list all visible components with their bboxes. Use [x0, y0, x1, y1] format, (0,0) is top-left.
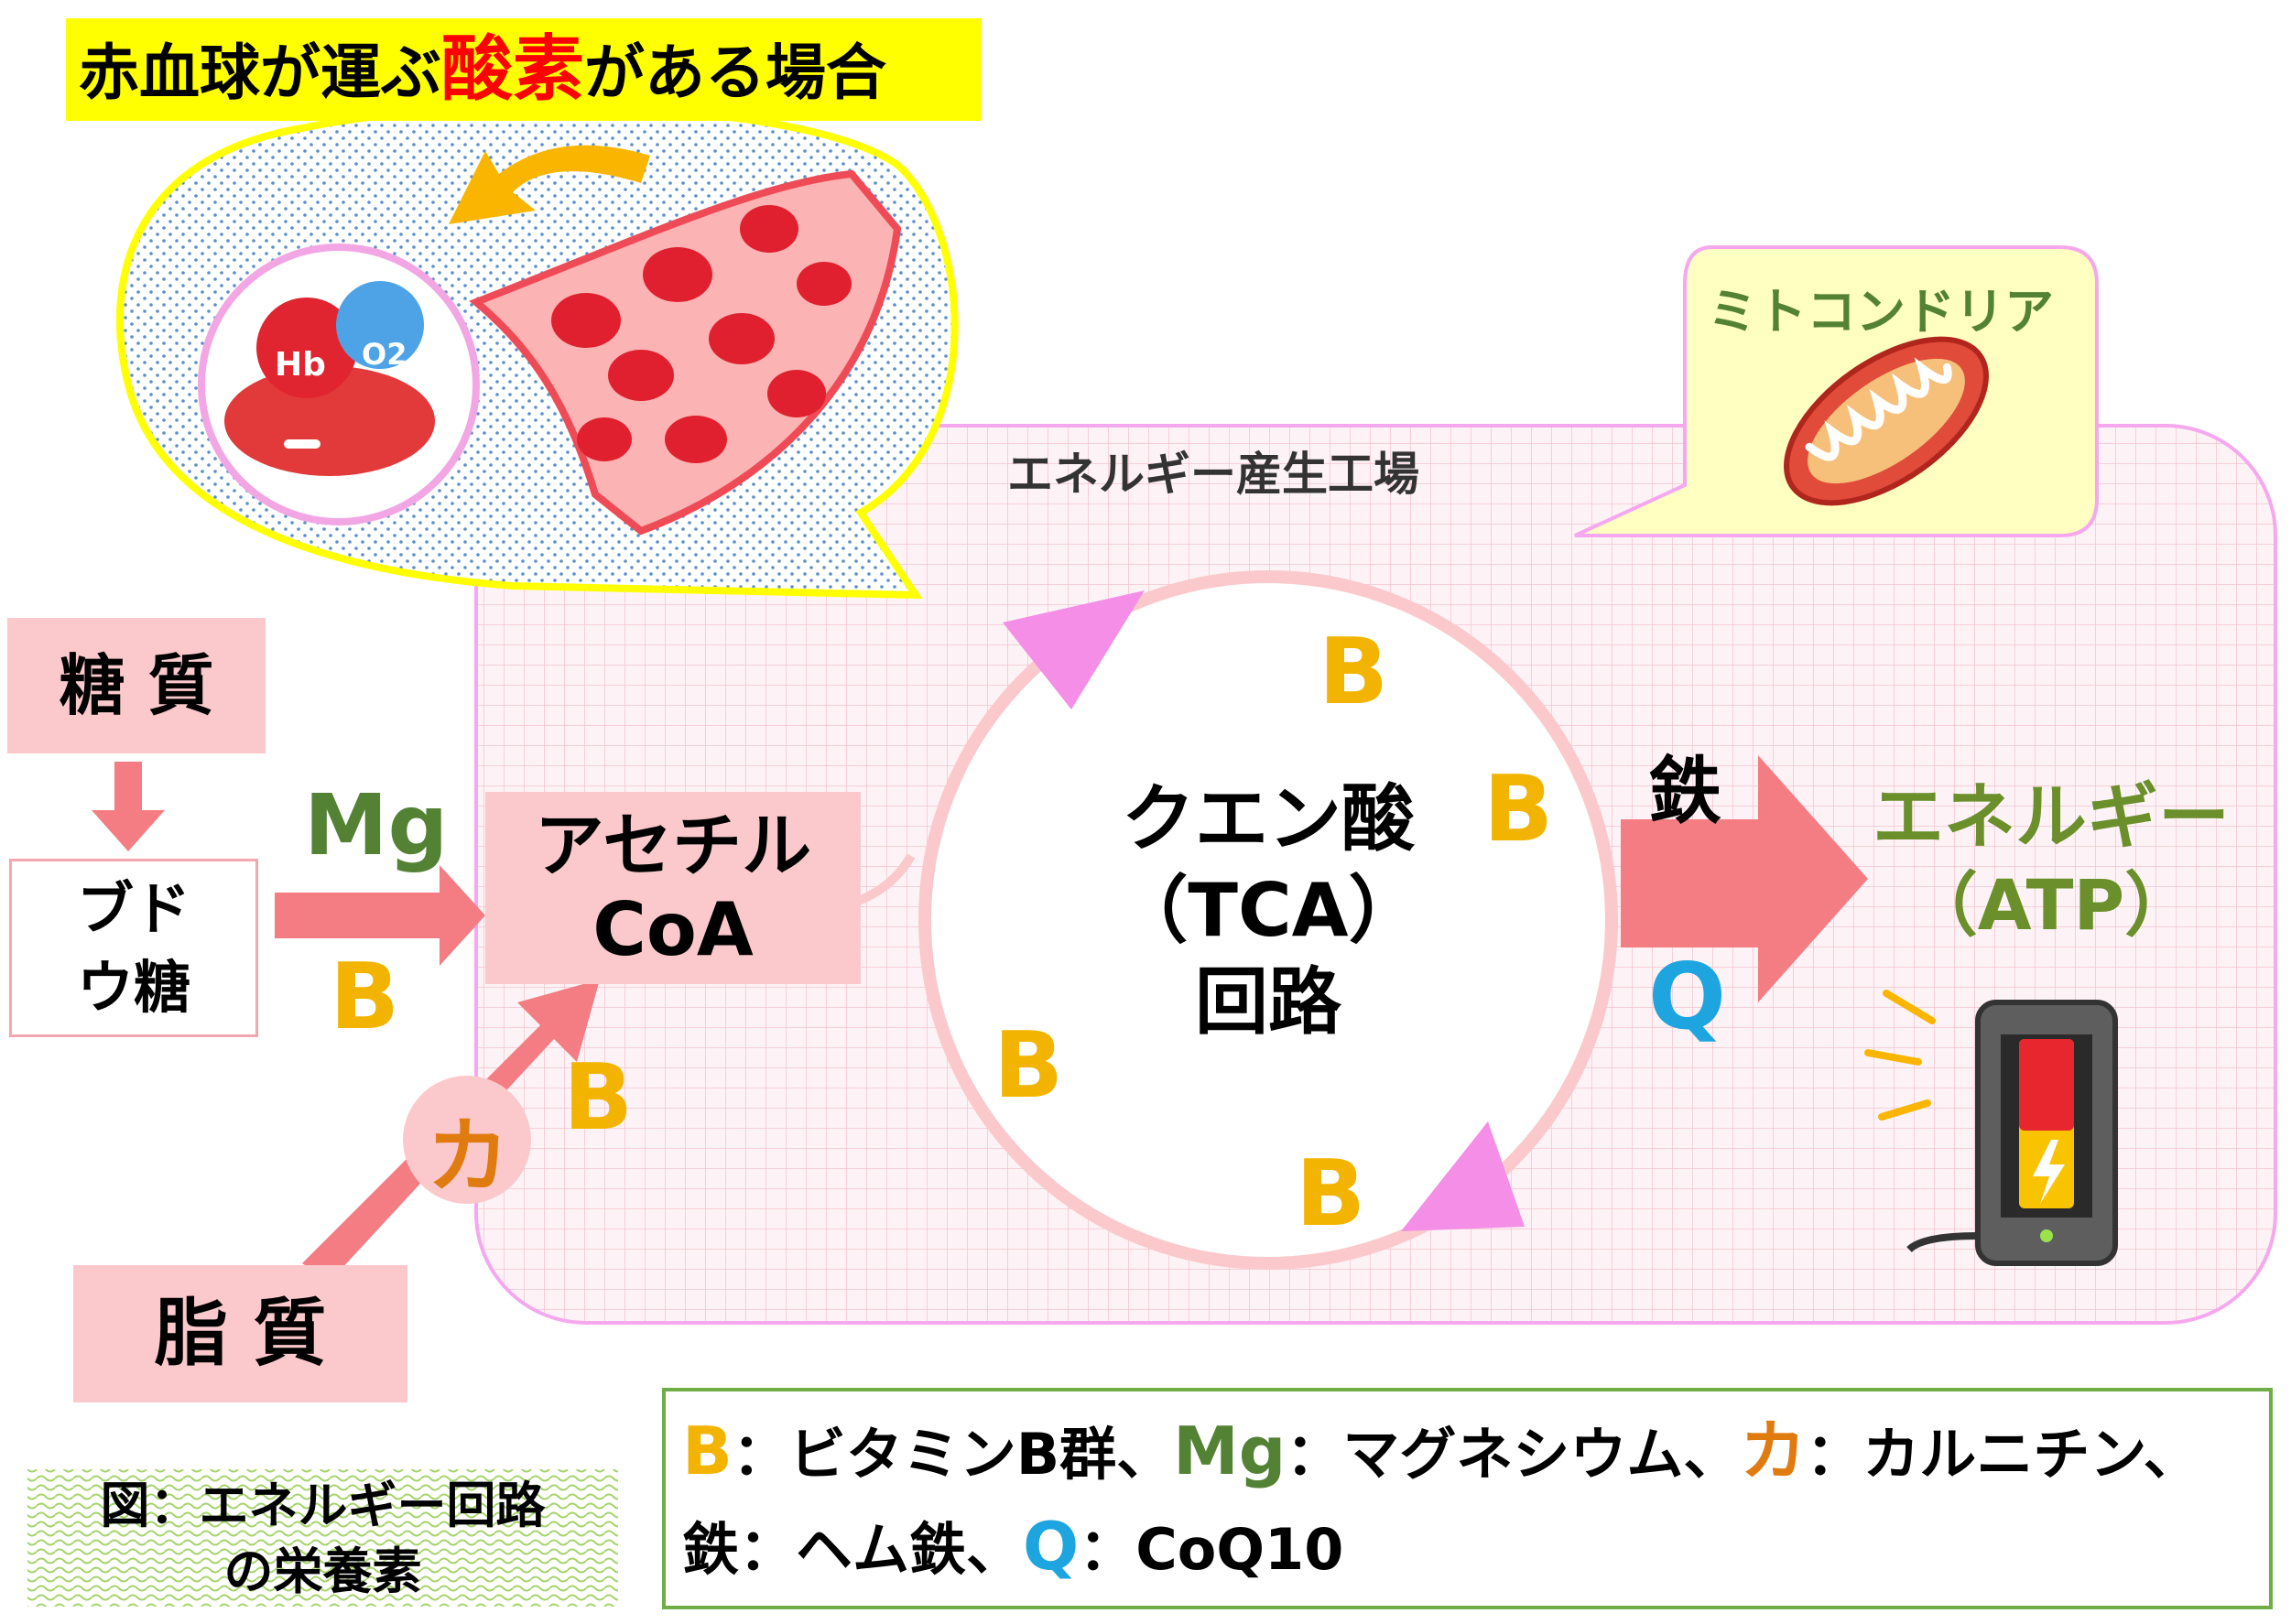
legend-b-desc: ：ビタミンB群、: [732, 1421, 1174, 1488]
glucose-to-acetyl-arrow: [275, 865, 485, 966]
b-marker-tca-right: B: [1483, 755, 1554, 862]
legend-b-key: B: [682, 1413, 733, 1489]
legend-row-1: B：ビタミンB群、Mg：マグネシウム、カ：カルニチン、: [682, 1405, 2257, 1500]
sugar-to-glucose-arrow: [92, 762, 165, 851]
o2-label: O2: [362, 337, 407, 372]
caption-line1: 図：エネルギー回路: [100, 1477, 546, 1534]
flow-direction-arrow: [449, 145, 650, 224]
factory-label: エネルギー産生工場: [1007, 448, 1419, 501]
legend-ka-key: カ: [1740, 1413, 1807, 1489]
energy-label: エネルギー （ATP）: [1840, 774, 2262, 949]
mg-marker: Mg: [304, 776, 449, 874]
tca-label: クエン酸 （TCA） 回路: [1053, 774, 1483, 1048]
carnitine-label: カ: [427, 1109, 509, 1205]
hb-label: Hb: [275, 346, 326, 384]
mitochondria-label: ミトコンドリア: [1708, 283, 2054, 341]
energy-line2: （ATP）: [1907, 864, 2195, 946]
b-marker-tca-bottom: B: [1296, 1140, 1366, 1247]
tca-line3: 回路: [1195, 959, 1341, 1045]
legend-mg-desc: ：マグネシウム、: [1286, 1421, 1741, 1488]
legend-q-desc: ：CoQ10: [1079, 1516, 1344, 1583]
acetyl-coa-box: アセチル CoA: [485, 792, 861, 984]
glucose-box: ブドウ糖: [9, 859, 258, 1037]
acetyl-coa-line2: CoA: [592, 887, 754, 972]
legend-ka-desc: ：カルニチン、: [1806, 1421, 2200, 1488]
b-marker-fat: B: [563, 1044, 634, 1151]
battery-charger-icon: [1906, 1000, 2118, 1266]
tca-arrowhead-top: [1003, 590, 1145, 709]
sugar-box: 糖 質: [7, 618, 266, 753]
caption-line2: の栄養素: [223, 1543, 422, 1600]
b-marker-tca-top: B: [1319, 618, 1389, 725]
oxygen-banner-prefix: 赤血球が運ぶ: [79, 38, 441, 108]
carnitine-marker: [403, 1076, 531, 1204]
hemoglobin-zoom-circle: [198, 244, 480, 525]
figure-caption: 図：エネルギー回路 の栄養素: [27, 1469, 618, 1607]
tca-arrowhead-bottom: [1401, 1121, 1525, 1231]
legend-q-key: Q: [1023, 1508, 1080, 1585]
acetyl-coa-line1: アセチル: [534, 805, 812, 886]
fat-box: 脂 質: [73, 1265, 407, 1402]
legend-iron-key: 鉄: [682, 1516, 740, 1583]
mitochondria-icon: [1784, 336, 1989, 506]
b-marker-tca-left: B: [993, 1012, 1064, 1119]
blood-vessel-illustration: [469, 169, 902, 536]
glucose-label: ブドウ糖: [76, 874, 190, 1021]
oxygen-banner-suffix: がある場合: [584, 38, 887, 108]
legend-iron-desc: ：ヘム鉄、: [739, 1516, 1024, 1583]
iron-marker: 鉄: [1648, 749, 1721, 834]
oxygen-banner: 赤血球が運ぶ酸素がある場合: [66, 18, 982, 121]
tca-line2: （TCA）: [1114, 868, 1422, 953]
legend-mg-key: Mg: [1173, 1413, 1287, 1489]
caption-box: [27, 1469, 618, 1607]
energy-spark-lines: [1864, 990, 1936, 1121]
tca-to-energy-arrow: [1621, 755, 1868, 1002]
legend-row-2: 鉄：ヘム鉄、Q：CoQ10: [682, 1500, 2257, 1596]
tca-cycle-ring: [918, 570, 1618, 1270]
b-marker-glucose: B: [330, 943, 400, 1050]
oxygen-banner-highlight: 酸素: [441, 28, 585, 111]
legend-text: B：ビタミンB群、Mg：マグネシウム、カ：カルニチン、 鉄：ヘム鉄、Q：CoQ1…: [682, 1405, 2257, 1596]
legend-box: [662, 1388, 2273, 1609]
tca-line1: クエン酸: [1122, 776, 1415, 861]
acetyl-to-tca-connector: [854, 853, 916, 906]
q-marker: Q: [1648, 943, 1727, 1050]
energy-line1: エネルギー: [1872, 776, 2230, 859]
